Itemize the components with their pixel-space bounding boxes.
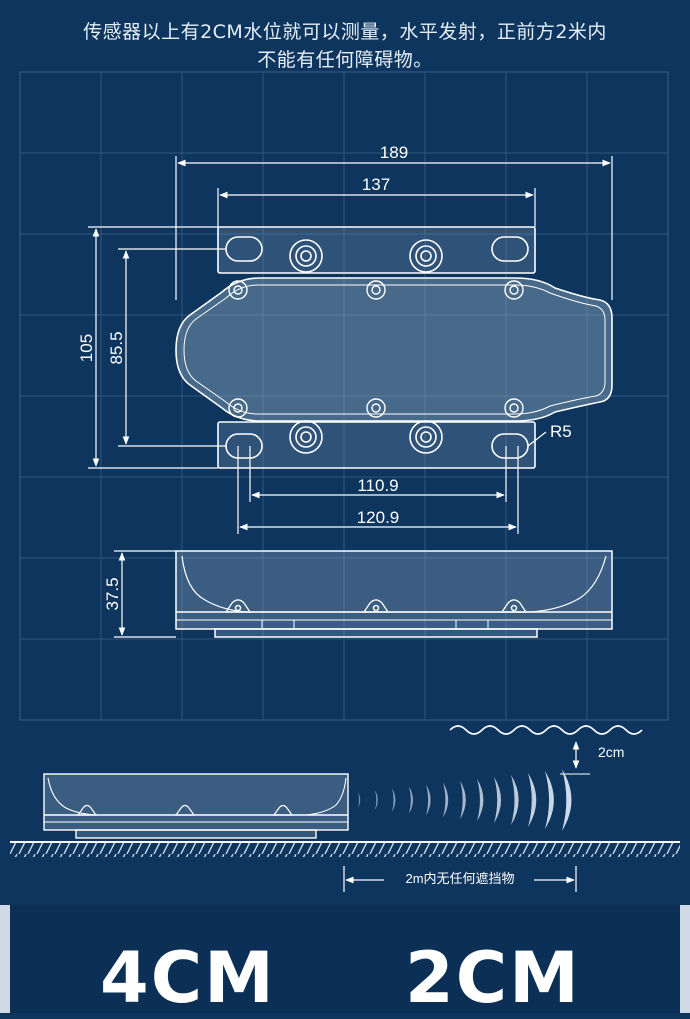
signal-arc: [528, 773, 537, 827]
dim-85-5: 85.5: [107, 331, 126, 364]
header-caption: 传感器以上有2CM水位就可以测量，水平发射，正前方2米内 不能有任何障碍物。: [0, 18, 690, 74]
signal-arc: [375, 790, 378, 810]
signal-arc: [494, 776, 502, 824]
dim-105: 105: [77, 334, 96, 362]
dim-189: 189: [380, 143, 408, 162]
value-4cm: 4CM: [100, 937, 276, 1019]
signal-arc: [392, 788, 396, 812]
ground: [10, 841, 680, 857]
ultrasonic-signal: [358, 769, 572, 831]
dimension-lines: [88, 156, 613, 638]
grid-frame: [19, 71, 669, 721]
signal-arc: [511, 774, 519, 826]
signal-arc: [545, 771, 554, 829]
dim-r5: R5: [550, 422, 572, 441]
dim-137: 137: [362, 175, 390, 194]
signal-arc: [409, 786, 414, 814]
dim-120-9: 120.9: [357, 508, 400, 527]
sensor-housing-top: [175, 277, 613, 422]
side-view: [175, 550, 613, 638]
water-wave: [449, 725, 643, 735]
header-line-1: 传感器以上有2CM水位就可以测量，水平发射，正前方2米内: [83, 21, 607, 43]
signal-arc: [477, 778, 484, 822]
top-view: [175, 226, 613, 469]
signal-arc: [358, 792, 361, 808]
dim-110-9: 110.9: [357, 476, 398, 495]
top-bracket: [217, 226, 536, 274]
top-right-slot: [491, 236, 529, 262]
label-2cm: 2cm: [598, 744, 624, 760]
signal-arc: [460, 780, 466, 820]
range-label: 2m内无任何遮挡物: [405, 871, 514, 886]
dim-37-5: 37.5: [103, 577, 122, 610]
signal-arc: [562, 769, 572, 831]
signal-arc: [443, 782, 449, 818]
water-surface: 2cm: [449, 725, 643, 775]
right-edge-strip: [680, 905, 690, 1013]
left-edge-strip: [0, 905, 10, 1013]
header-line-2: 不能有任何障碍物。: [257, 49, 433, 71]
range-label-bg: [384, 867, 534, 889]
bottom-panel: [0, 905, 690, 1013]
installed-sensor: [43, 773, 349, 839]
value-2cm: 2CM: [405, 937, 581, 1019]
dimension-labels: 189 137 105 85.5 R5 110.9 120.9 37.5: [77, 143, 572, 611]
bottom-bracket: [217, 421, 536, 469]
signal-arc: [426, 784, 431, 816]
